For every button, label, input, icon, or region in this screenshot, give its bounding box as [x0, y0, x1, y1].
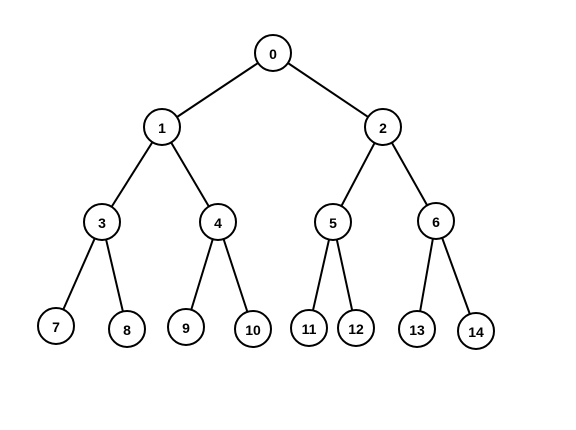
tree-node-3: 3: [83, 203, 121, 241]
tree-node-label: 13: [409, 322, 425, 338]
tree-node-label: 2: [379, 120, 387, 136]
tree-node-label: 6: [432, 214, 440, 230]
tree-node-circle: [143, 108, 181, 146]
tree-node-circle: [234, 310, 272, 348]
tree-node-label: 9: [182, 320, 190, 336]
tree-node-8: 8: [108, 310, 146, 348]
tree-node-label: 5: [329, 215, 337, 231]
tree-node-circle: [364, 108, 402, 146]
tree-node-14: 14: [457, 312, 495, 350]
tree-node-label: 10: [245, 322, 261, 338]
tree-node-circle: [337, 309, 375, 347]
tree-node-label: 8: [123, 322, 131, 338]
tree-node-circle: [199, 203, 237, 241]
tree-node-2: 2: [364, 108, 402, 146]
tree-node-circle: [108, 310, 146, 348]
tree-node-0: 0: [254, 34, 292, 72]
tree-node-10: 10: [234, 310, 272, 348]
tree-node-circle: [167, 308, 205, 346]
tree-node-12: 12: [337, 309, 375, 347]
tree-node-6: 6: [417, 202, 455, 240]
tree-edge-0-1: [161, 52, 274, 128]
tree-node-circle: [314, 203, 352, 241]
tree-node-13: 13: [398, 310, 436, 348]
tree-node-circle: [457, 312, 495, 350]
tree-node-label: 11: [302, 321, 317, 337]
tree-node-9: 9: [167, 308, 205, 346]
tree-node-7: 7: [37, 307, 75, 345]
tree-node-label: 7: [52, 319, 60, 335]
tree-node-circle: [254, 34, 292, 72]
tree-node-label: 4: [214, 215, 222, 231]
tree-node-circle: [83, 203, 121, 241]
tree-node-circle: [290, 309, 328, 347]
tree-node-label: 3: [98, 215, 106, 231]
tree-node-circle: [417, 202, 455, 240]
tree-node-circle: [37, 307, 75, 345]
tree-edge-0-2: [272, 52, 384, 128]
tree-node-label: 0: [269, 46, 277, 62]
tree-node-5: 5: [314, 203, 352, 241]
tree-node-1: 1: [143, 108, 181, 146]
tree-node-label: 12: [348, 321, 364, 337]
tree-node-label: 1: [158, 120, 166, 136]
tree-node-circle: [398, 310, 436, 348]
tree-node-11: 11: [290, 309, 328, 347]
tree-node-label: 14: [468, 324, 484, 340]
tree-node-4: 4: [199, 203, 237, 241]
tree-edges: [55, 52, 477, 332]
tree-edge-6-14: [435, 220, 477, 332]
